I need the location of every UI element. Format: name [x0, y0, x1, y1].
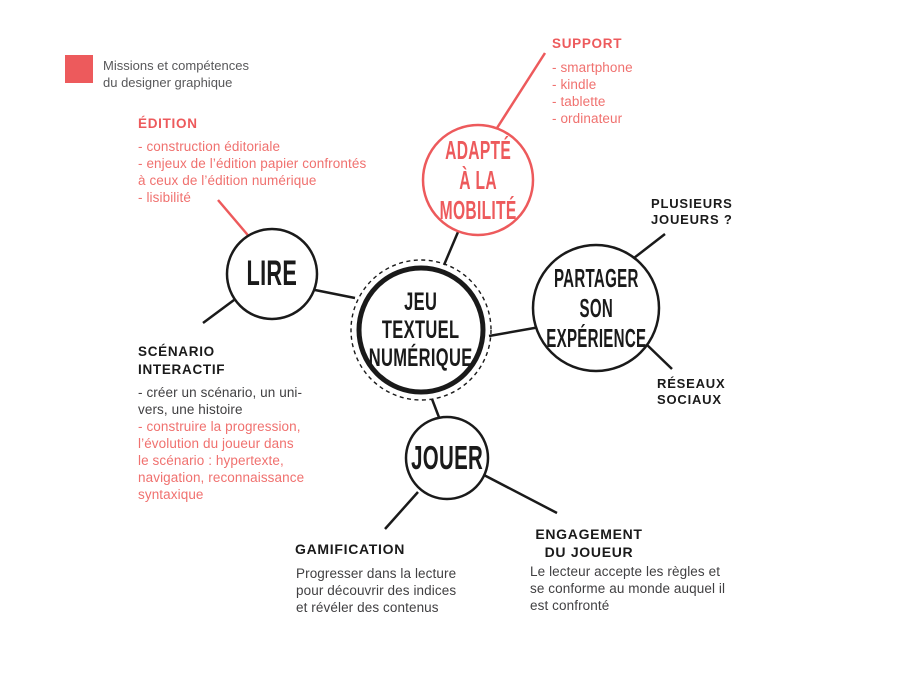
gamification-title: GAMIFICATION	[295, 541, 406, 557]
edition-items: - construction éditoriale - enjeux de l’…	[138, 139, 367, 205]
connector-jouer-engagement	[481, 472, 558, 515]
connector-edition-lire	[217, 199, 253, 241]
label-reseaux-sociaux: RÉSEAUX SOCIAUX	[657, 376, 726, 407]
support-title: SUPPORT	[552, 36, 623, 51]
legend-label: Missions et compétences du designer grap…	[103, 58, 249, 90]
node-partager-circle	[531, 243, 661, 373]
legend-swatch	[65, 55, 93, 83]
connector-lire-center	[309, 287, 356, 300]
connector-partager-reseaux	[643, 341, 673, 370]
connector-adapte-center	[442, 231, 460, 266]
connector-center-jouer	[430, 398, 442, 421]
engagement-title: ENGAGEMENT DU JOUEUR	[535, 526, 643, 560]
scenario-title: SCÉNARIO INTERACTIF	[138, 344, 226, 377]
node-center-circle	[356, 265, 486, 395]
node-center-dashed-ring	[350, 259, 492, 401]
engagement-body: Le lecteur accepte les règles et se conf…	[530, 564, 726, 613]
node-adapte-circle	[421, 123, 535, 237]
connector-partager-plusieurs	[633, 233, 666, 259]
connector-center-partager	[488, 325, 541, 338]
connector-jouer-gamification	[384, 491, 419, 530]
gamification-body: Progresser dans la lecture pour découvri…	[296, 566, 457, 615]
connector-lire-scenario	[202, 298, 235, 325]
node-lire-circle	[225, 227, 319, 321]
node-jouer-circle	[404, 415, 490, 501]
label-plusieurs-joueurs: PLUSIEURS JOUEURS ?	[651, 196, 733, 227]
scenario-items-red: - construire la progression, l’évolution…	[138, 419, 305, 502]
edition-title: ÉDITION	[138, 116, 198, 131]
scenario-items-black: - créer un scénario, un uni- vers, une h…	[138, 385, 303, 417]
support-items: - smartphone - kindle - tablette - ordin…	[552, 60, 633, 126]
connector-support-adapte	[495, 52, 547, 129]
